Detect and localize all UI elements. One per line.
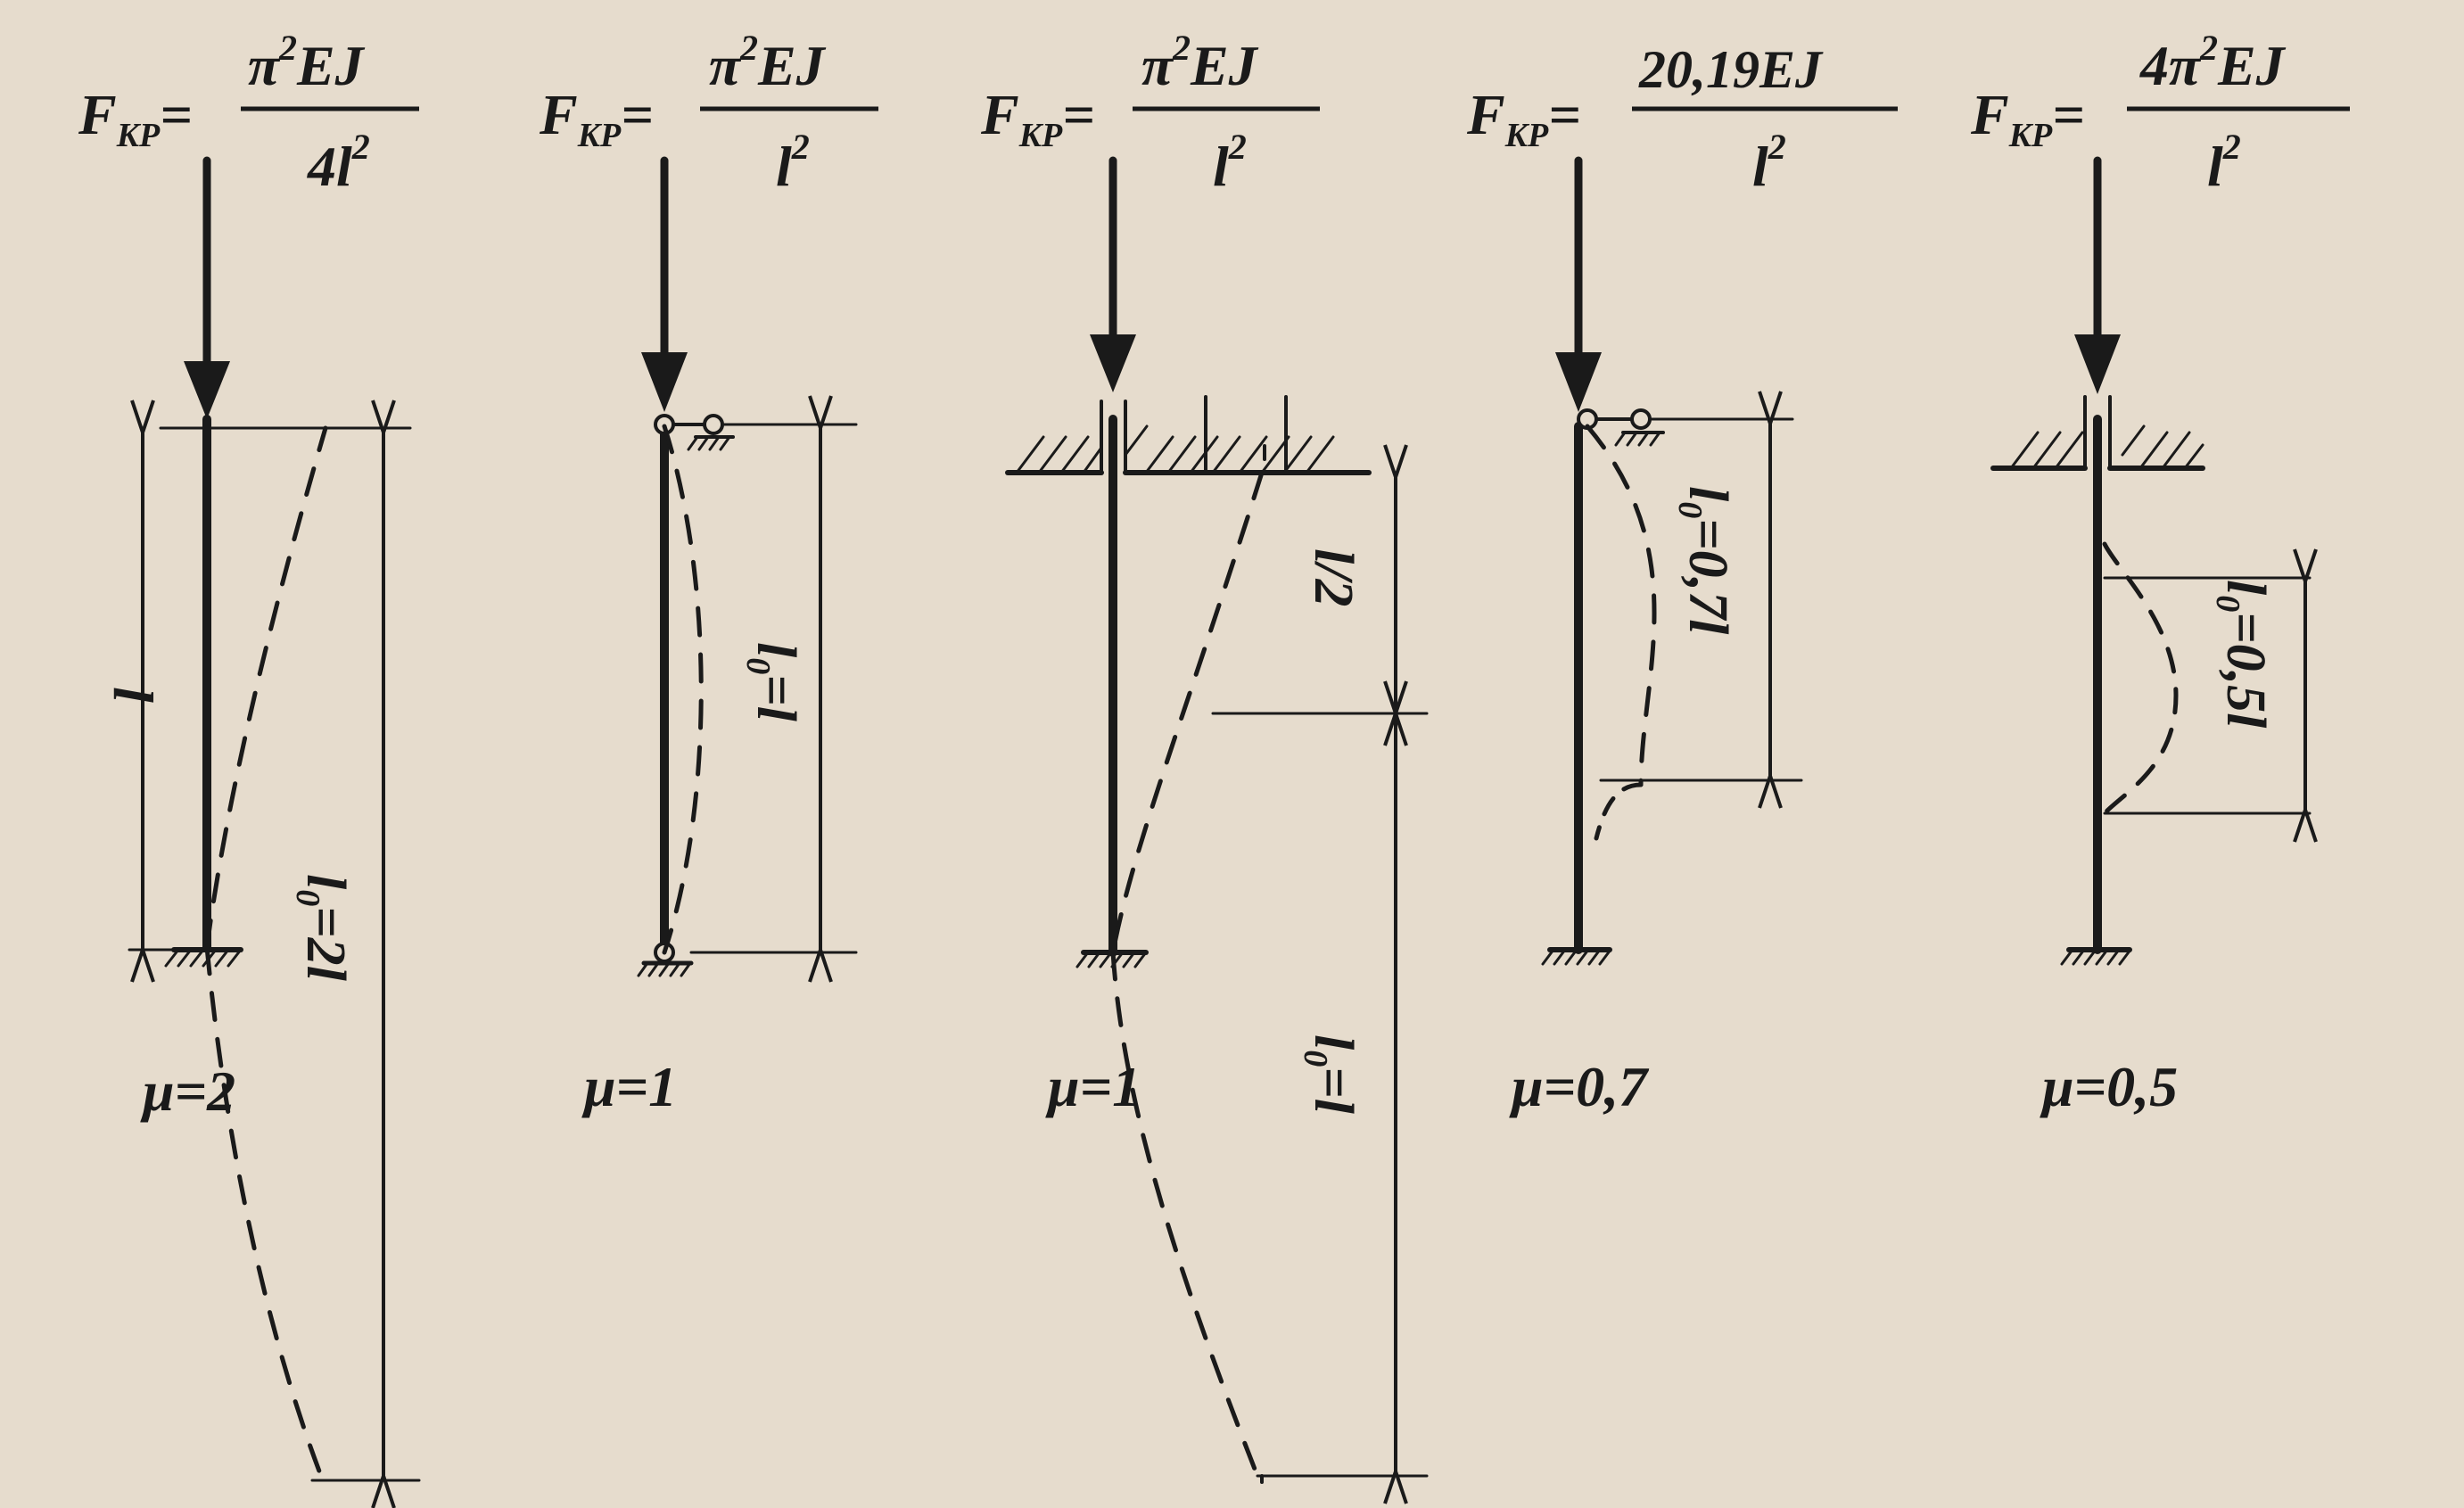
fixed-support bbox=[164, 947, 243, 968]
mu-label-fixed-fixed: μ=0,5 bbox=[2040, 1055, 2178, 1118]
svg-text:FKP=: FKP= bbox=[1466, 83, 1581, 154]
formula-fixed-fixed: FKP= 4π2EJ l2 bbox=[1970, 28, 2350, 198]
mu-label-fixed-pinned: μ=0,7 bbox=[1509, 1055, 1650, 1118]
roller-hinge bbox=[1630, 408, 1652, 430]
mu-label-fixed-sliding: μ=1 bbox=[1045, 1055, 1141, 1118]
load-arrowhead bbox=[184, 361, 230, 419]
buckled-shape-lower bbox=[204, 944, 324, 1479]
effective-length-label-fixed-sliding: l0=l bbox=[1297, 1034, 1364, 1115]
column-fixed-pinned bbox=[1541, 156, 1803, 966]
load-arrowhead bbox=[2074, 334, 2121, 394]
svg-text:l2: l2 bbox=[776, 127, 810, 198]
fixed-support bbox=[2060, 947, 2132, 966]
formula-fixed-pinned: FKP= 20,19EJ l2 bbox=[1466, 40, 1898, 198]
buckled-shape-lower bbox=[1110, 950, 1260, 1479]
formula-pinned-pinned: FKP= π2EJ l2 bbox=[539, 28, 878, 198]
top-sleeve-support bbox=[1005, 395, 1372, 475]
buckled-shape bbox=[1585, 424, 1657, 787]
svg-text:l2: l2 bbox=[1752, 127, 1786, 198]
svg-text:l2: l2 bbox=[1213, 127, 1247, 198]
svg-text:FKP=: FKP= bbox=[539, 83, 654, 154]
svg-text:FKP=: FKP= bbox=[980, 83, 1095, 154]
mu-label-pinned-pinned: μ=1 bbox=[581, 1055, 677, 1118]
effective-length-label-fixed-fixed: l0=0,5l bbox=[2209, 580, 2276, 729]
svg-text:π2EJ: π2EJ bbox=[248, 28, 366, 97]
effective-length-label-pinned-pinned: l0=l bbox=[739, 642, 806, 722]
roller-hinge bbox=[703, 414, 724, 435]
column-fixed-fixed bbox=[1990, 156, 2310, 966]
top-sleeve-support bbox=[1990, 395, 2205, 471]
half-length-label: l/2 bbox=[1303, 548, 1364, 606]
load-arrowhead bbox=[1555, 352, 1602, 412]
buckled-shape-upper bbox=[204, 425, 328, 950]
effective-length-label-cantilever: l0=2l bbox=[289, 874, 356, 982]
column-cantilever bbox=[128, 156, 421, 1480]
svg-text:π2EJ: π2EJ bbox=[1141, 28, 1259, 97]
load-arrowhead bbox=[1090, 334, 1136, 392]
svg-text:4l2: 4l2 bbox=[307, 127, 370, 198]
formula-fixed-sliding: FKP= π2EJ l2 bbox=[980, 28, 1320, 198]
effective-length-label-fixed-pinned: l0=0,7l bbox=[1671, 486, 1738, 635]
formula-cantilever: FKP= π2EJ 4l2 bbox=[78, 28, 419, 198]
svg-text:20,19EJ: 20,19EJ bbox=[1638, 40, 1824, 99]
load-arrowhead bbox=[641, 352, 688, 412]
svg-text:4π2EJ: 4π2EJ bbox=[2139, 28, 2287, 97]
length-label: l bbox=[102, 687, 165, 703]
buckled-shape bbox=[662, 424, 704, 955]
buckled-shape-upper bbox=[1110, 470, 1265, 955]
buckled-shape bbox=[2102, 541, 2179, 816]
svg-text:l2: l2 bbox=[2207, 127, 2241, 198]
column-pinned-pinned bbox=[637, 156, 858, 976]
svg-text:FKP=: FKP= bbox=[78, 83, 193, 154]
fixed-support bbox=[1541, 947, 1612, 966]
svg-text:FKP=: FKP= bbox=[1970, 83, 2085, 154]
mu-label-cantilever: μ=2 bbox=[140, 1059, 235, 1123]
svg-text:π2EJ: π2EJ bbox=[709, 28, 827, 97]
column-fixed-sliding bbox=[1005, 156, 1429, 1482]
